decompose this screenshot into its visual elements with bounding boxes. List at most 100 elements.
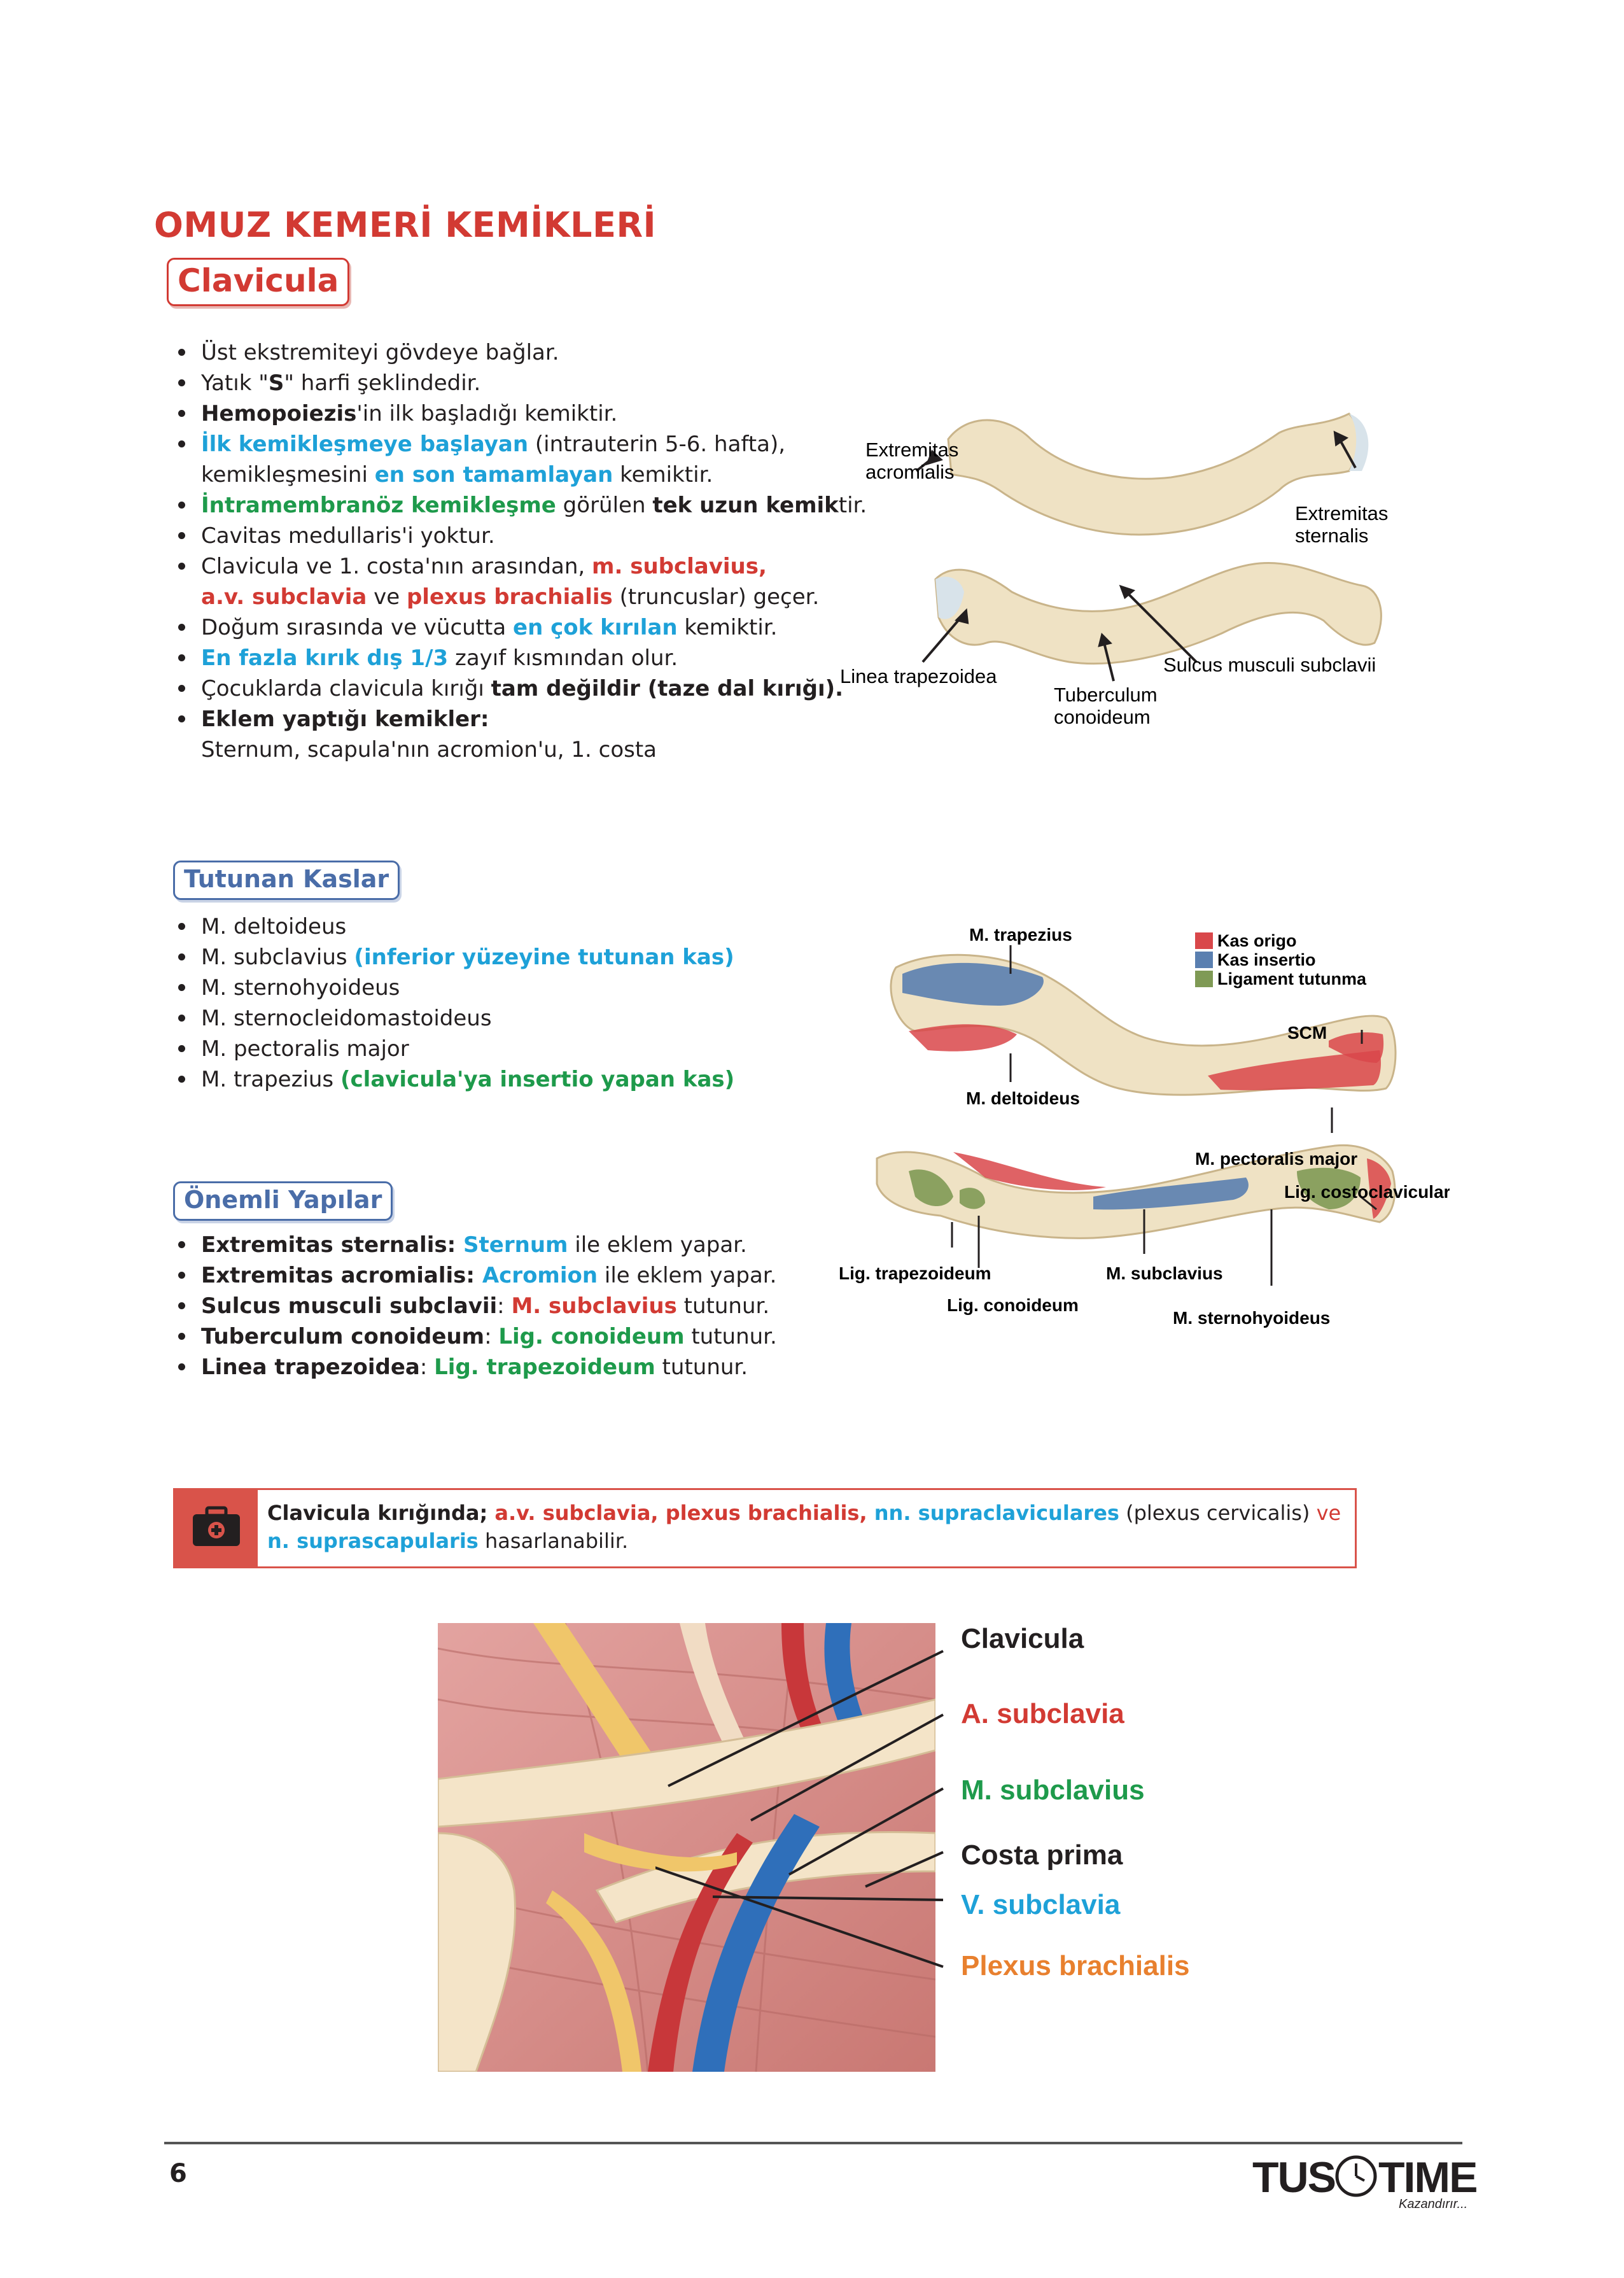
label-lig-costoclaviculare: Lig. costoclaviculare — [1284, 1182, 1450, 1202]
section-heading-tutunan-kaslar: Tutunan Kaslar — [173, 861, 400, 900]
text-run: en çok kırılan — [513, 615, 678, 640]
text-run: Clavicula ve 1. costa'nın arasından, — [201, 554, 592, 579]
list-item: İntramembranöz kemikleşme görülen tek uz… — [167, 490, 879, 521]
legend-ligament: Ligament tutunma — [1217, 969, 1367, 988]
text-run: M. deltoideus — [201, 914, 347, 939]
list-item: Yatık "S" harfi şeklindedir. — [167, 368, 879, 398]
list-item: Cavitas medullaris'i yoktur. — [167, 521, 879, 551]
text-run: ve — [1316, 1501, 1341, 1525]
text-run: : — [419, 1354, 435, 1380]
onemli-list: Extremitas sternalis: Sternum ile eklem … — [167, 1230, 899, 1382]
label-tuberculum-2: conoideum — [1054, 706, 1151, 728]
text-run: kemiktir. — [613, 462, 713, 488]
anatomy-labels: Clavicula A. subclavia M. subclavius Cos… — [961, 1625, 1190, 1980]
text-run: nn. supraclaviculares — [874, 1501, 1119, 1525]
label-m-sternohyoideus: M. sternohyoideus — [1173, 1308, 1330, 1328]
text-run: Sulcus musculi subclavii — [201, 1293, 498, 1319]
list-item: Üst ekstremiteyi gövdeye bağlar. — [167, 337, 879, 368]
clinical-note-text: Clavicula kırığında; a.v. subclavia, ple… — [267, 1499, 1349, 1555]
label-extremitas-acromialis-2: acromialis — [865, 461, 955, 483]
text-run: Extremitas sternalis: — [201, 1232, 464, 1258]
text-run: Extremitas acromialis: — [201, 1263, 482, 1288]
text-run: tir. — [838, 493, 867, 518]
logo-tus: TUS — [1252, 2153, 1336, 2202]
list-item: Doğum sırasında ve vücutta en çok kırıla… — [167, 612, 879, 643]
text-run: Yatık " — [201, 370, 269, 396]
text-run: M. sternocleidomastoideus — [201, 1006, 492, 1031]
list-item: Eklem yaptığı kemikler: — [167, 704, 879, 735]
text-run: tam değildir (taze dal kırığı). — [491, 676, 844, 701]
list-item: Clavicula ve 1. costa'nın arasından, m. … — [167, 551, 879, 582]
text-run: (truncuslar) geçer. — [612, 584, 820, 610]
label-scm: SCM — [1287, 1023, 1327, 1043]
list-item: M. deltoideus — [167, 911, 879, 942]
clavicula-list: Üst ekstremiteyi gövdeye bağlar.Yatık "S… — [167, 337, 879, 765]
logo-time: TIME — [1378, 2153, 1478, 2202]
text-run: M. pectoralis major — [201, 1036, 409, 1062]
clock-icon — [1335, 2155, 1377, 2197]
anatomy-label-plexus-brachialis: Plexus brachialis — [961, 1950, 1190, 1981]
text-run: Doğum sırasında ve vücutta — [201, 615, 514, 640]
text-run: a.v. subclavia, plexus brachialis, — [494, 1501, 874, 1525]
list-item: Hemopoiezis'in ilk başladığı kemiktir. — [167, 398, 879, 429]
logo-tagline: Kazandırır... — [1399, 2197, 1468, 2211]
text-run: M. sternohyoideus — [201, 975, 400, 1001]
text-run: S — [268, 370, 284, 396]
list-item: a.v. subclavia ve plexus brachialis (tru… — [167, 582, 879, 612]
text-run: Lig. conoideum — [498, 1324, 685, 1349]
list-item: kemikleşmesini en son tamamlayan kemikti… — [167, 460, 879, 490]
text-run: tek uzun kemik — [652, 493, 839, 518]
note-line: Clavicula kırığında; a.v. subclavia, ple… — [267, 1499, 1349, 1527]
text-run: İntramembranöz kemikleşme — [201, 493, 556, 518]
text-run: kemikleşmesini — [201, 462, 375, 488]
legend-swatch-origo — [1195, 932, 1213, 949]
list-item: Extremitas acromialis: Acromion ile ekle… — [167, 1260, 899, 1291]
first-aid-kit-icon — [175, 1490, 258, 1566]
text-run: Cavitas medullaris'i yoktur. — [201, 523, 495, 549]
anatomy-leader-lines — [655, 1650, 944, 1968]
text-run: Üst ekstremiteyi gövdeye bağlar. — [201, 340, 559, 365]
text-run: Sternum, scapula'nın acromion'u, 1. cost… — [201, 737, 657, 763]
text-run: (intrauterin 5-6. hafta), — [528, 432, 786, 457]
text-run: Clavicula kırığında; — [267, 1501, 495, 1525]
label-m-subclavius: M. subclavius — [1106, 1263, 1223, 1283]
text-run: hasarlanabilir. — [478, 1529, 629, 1553]
legend-swatch-ligament — [1195, 971, 1213, 987]
text-run: M. subclavius — [201, 945, 354, 970]
text-run: m. subclavius, — [592, 554, 767, 579]
text-run: İlk kemikleşmeye başlayan — [201, 432, 529, 457]
list-item: Sulcus musculi subclavii: M. subclavius … — [167, 1291, 899, 1321]
label-extremitas-sternalis-2: sternalis — [1295, 524, 1368, 547]
label-m-trapezius: M. trapezius — [969, 925, 1072, 945]
text-run: Hemopoiezis — [201, 401, 357, 426]
anatomy-illustration — [438, 1623, 935, 2072]
legend-origo: Kas origo — [1217, 931, 1297, 950]
list-item: Çocuklarda clavicula kırığı tam değildir… — [167, 673, 879, 704]
label-lig-trapezoideum: Lig. trapezoideum — [839, 1263, 991, 1283]
text-run: 'in ilk başladığı kemiktir. — [356, 401, 618, 426]
list-item: Extremitas sternalis: Sternum ile eklem … — [167, 1230, 899, 1260]
label-sulcus: Sulcus musculi subclavii — [1163, 654, 1376, 676]
text-run: tutunur. — [676, 1293, 770, 1319]
label-extremitas-sternalis-1: Extremitas — [1295, 502, 1388, 524]
clinical-note-box: Clavicula kırığında; a.v. subclavia, ple… — [173, 1488, 1357, 1568]
label-linea-trapezoidea: Linea trapezoidea — [840, 665, 997, 687]
text-run: ile eklem yapar. — [568, 1232, 747, 1258]
text-run: Acromion — [482, 1263, 598, 1288]
list-item: M. pectoralis major — [167, 1034, 879, 1064]
clavicula-figure: Extremitas acromialis Extremitas sternal… — [840, 412, 1388, 728]
list-item: M. sternocleidomastoideus — [167, 1003, 879, 1034]
text-run: " harfi şeklindedir. — [284, 370, 481, 396]
text-run: Linea trapezoidea — [201, 1354, 420, 1380]
tutunan-list: M. deltoideus M. subclavius (inferior yüz… — [167, 911, 879, 1095]
list-item: Linea trapezoidea: Lig. trapezoideum tut… — [167, 1352, 899, 1382]
text-run: plexus brachialis — [406, 584, 613, 610]
list-item: Sternum, scapula'nın acromion'u, 1. cost… — [167, 735, 879, 765]
list-item: M. subclavius (inferior yüzeyine tutunan… — [167, 942, 879, 973]
text-run: kemiktir. — [677, 615, 778, 640]
text-run: ile eklem yapar. — [598, 1263, 777, 1288]
text-run: Lig. trapezoideum — [434, 1354, 655, 1380]
label-m-deltoideus: M. deltoideus — [966, 1088, 1080, 1108]
section-heading-clavicula: Clavicula — [167, 258, 350, 306]
text-run: en son tamamlayan — [374, 462, 613, 488]
